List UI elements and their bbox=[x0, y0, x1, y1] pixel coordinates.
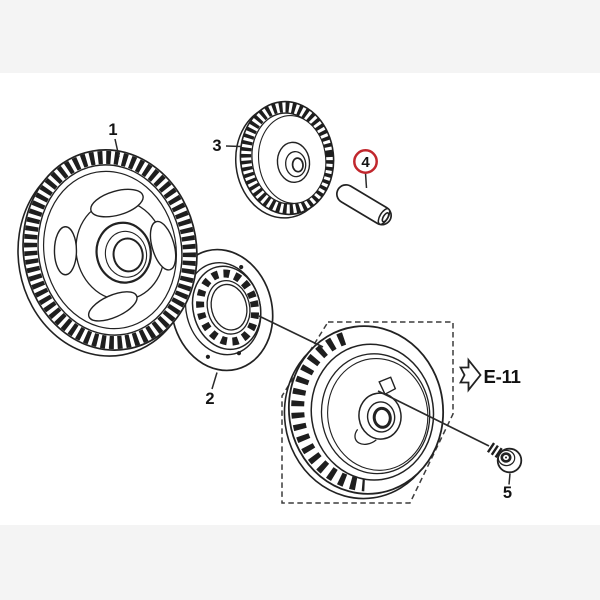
gear3-hub bbox=[276, 141, 311, 184]
part1-leader-line bbox=[114, 138, 120, 158]
part3-leader-line bbox=[225, 145, 242, 148]
assembly-leader-line-left bbox=[258, 315, 324, 348]
gear3-bore bbox=[291, 157, 304, 173]
gear1-teeth-ring bbox=[24, 150, 196, 350]
assembly-leader-line-right bbox=[377, 390, 490, 447]
gear1-cutout bbox=[90, 188, 144, 218]
bottom-band bbox=[0, 525, 600, 600]
flywheel-hub-pawl bbox=[378, 376, 397, 396]
part4-highlight-callout[interactable]: 4 bbox=[353, 149, 378, 174]
clutch-bolt-hole bbox=[205, 354, 211, 359]
part4-leader-line bbox=[364, 172, 368, 189]
pin-body bbox=[337, 185, 391, 224]
gear1-bore-depth bbox=[104, 230, 148, 278]
e11-label: E-11 bbox=[484, 366, 521, 387]
gear3-hub-inner bbox=[285, 151, 307, 178]
flywheel-face-ring-inner bbox=[327, 357, 429, 471]
part3-callout[interactable]: 3 bbox=[212, 137, 221, 155]
pin-end-bore bbox=[381, 212, 390, 223]
highlight-circle bbox=[353, 149, 378, 174]
flywheel-magnet-blocks bbox=[291, 332, 366, 492]
bolt-socket-center bbox=[505, 456, 507, 459]
flywheel-face-ring-outer bbox=[320, 353, 431, 475]
clutch-sprag-inner bbox=[206, 280, 251, 335]
gear1-bore-inner bbox=[112, 237, 144, 273]
part4-callout: 4 bbox=[361, 154, 370, 171]
clutch-bore bbox=[210, 283, 248, 331]
gear1-cutout bbox=[87, 291, 138, 322]
part1-callout[interactable]: 1 bbox=[108, 121, 117, 139]
flywheel-hub-tab bbox=[354, 428, 377, 445]
clutch-bolt-hole bbox=[236, 351, 242, 356]
gear1-face-rim bbox=[42, 170, 178, 330]
flywheel-center-bore bbox=[372, 406, 392, 429]
part1-gear-drawing bbox=[17, 149, 198, 357]
gear3-face bbox=[257, 115, 327, 204]
top-band bbox=[0, 0, 600, 73]
flywheel-drawing bbox=[283, 325, 445, 500]
bolt-socket bbox=[500, 452, 512, 463]
bolt-head-face bbox=[497, 449, 516, 467]
gear1-cutout bbox=[53, 226, 78, 276]
clutch-bolt-hole bbox=[239, 264, 244, 270]
reference-e11[interactable]: E-11 bbox=[459, 357, 521, 393]
e11-block-arrow-icon bbox=[459, 357, 482, 393]
part2-leader-line bbox=[211, 372, 218, 390]
part4-pin-drawing bbox=[336, 184, 392, 226]
gear1-cutout bbox=[149, 220, 177, 271]
part2-callout[interactable]: 2 bbox=[205, 390, 214, 408]
part5-leader-line bbox=[508, 473, 511, 485]
gear3-teeth-ring bbox=[240, 101, 334, 215]
part5-callout[interactable]: 5 bbox=[503, 484, 512, 502]
part5-bolt-drawing bbox=[486, 442, 523, 474]
flywheel-dashed-enclosure bbox=[281, 321, 454, 504]
part3-gear-drawing bbox=[234, 100, 335, 219]
